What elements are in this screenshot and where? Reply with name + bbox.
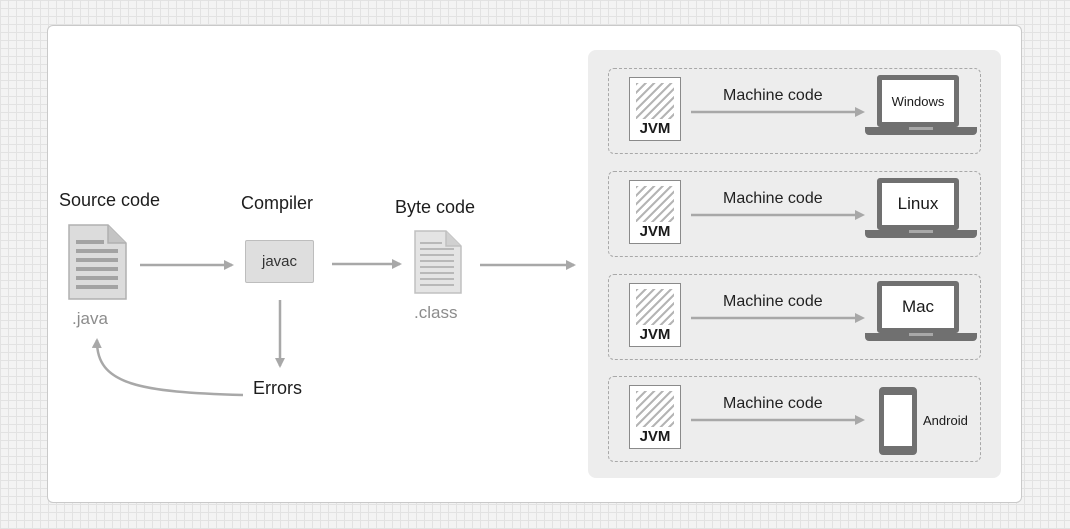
machine-code-arrow bbox=[691, 210, 865, 220]
machine-code-label: Machine code bbox=[723, 395, 823, 412]
laptop-notch bbox=[909, 230, 933, 233]
machine-code-arrow bbox=[691, 415, 865, 425]
laptop-icon: Windows bbox=[865, 75, 981, 141]
jvm-hatch-icon bbox=[636, 289, 674, 325]
source-code-title: Source code bbox=[59, 190, 161, 210]
laptop-base bbox=[865, 230, 977, 238]
jvm-label: JVM bbox=[639, 428, 671, 445]
jvm-label: JVM bbox=[639, 120, 671, 137]
laptop-icon: Linux bbox=[865, 178, 981, 244]
jvm-hatch-icon bbox=[636, 391, 674, 427]
jvm-label: JVM bbox=[639, 326, 671, 343]
errors-label: Errors bbox=[253, 378, 302, 398]
javac-label: javac bbox=[261, 253, 298, 270]
platform-row: JVM Machine code Mac bbox=[608, 274, 981, 360]
laptop-screen: Linux bbox=[877, 178, 959, 230]
jvm-hatch-icon bbox=[636, 83, 674, 119]
jvm-card: JVM bbox=[629, 283, 681, 347]
laptop-base bbox=[865, 127, 977, 135]
laptop-screen: Mac bbox=[877, 281, 959, 333]
java-file-label: .java bbox=[72, 309, 108, 328]
jvm-card: JVM bbox=[629, 385, 681, 449]
platform-row: JVM Machine code Linux bbox=[608, 171, 981, 257]
laptop-screen: Windows bbox=[877, 75, 959, 127]
laptop-base bbox=[865, 333, 977, 341]
os-label: Linux bbox=[897, 194, 939, 213]
machine-code-label: Machine code bbox=[723, 190, 823, 207]
machine-code-arrow bbox=[691, 313, 865, 323]
os-label: Windows bbox=[891, 93, 945, 109]
jvm-label: JVM bbox=[639, 223, 671, 240]
phone-icon bbox=[879, 387, 917, 455]
platform-row: JVM Machine code Android bbox=[608, 376, 981, 462]
class-file-icon bbox=[414, 230, 462, 294]
platform-row: JVM Machine code Windows bbox=[608, 68, 981, 154]
machine-code-label: Machine code bbox=[723, 87, 823, 104]
jvm-card: JVM bbox=[629, 77, 681, 141]
os-label: Mac bbox=[901, 297, 935, 316]
byte-code-title: Byte code bbox=[395, 197, 476, 217]
jvm-hatch-icon bbox=[636, 186, 674, 222]
machine-code-arrow bbox=[691, 107, 865, 117]
laptop-notch bbox=[909, 127, 933, 130]
javac-box: javac bbox=[245, 240, 314, 283]
os-label: Android bbox=[923, 413, 968, 428]
java-file-icon bbox=[68, 224, 127, 300]
class-file-label: .class bbox=[414, 303, 458, 322]
jvm-card: JVM bbox=[629, 180, 681, 244]
laptop-notch bbox=[909, 333, 933, 336]
machine-code-label: Machine code bbox=[723, 293, 823, 310]
compiler-title: Compiler bbox=[241, 193, 314, 213]
laptop-icon: Mac bbox=[865, 281, 981, 347]
